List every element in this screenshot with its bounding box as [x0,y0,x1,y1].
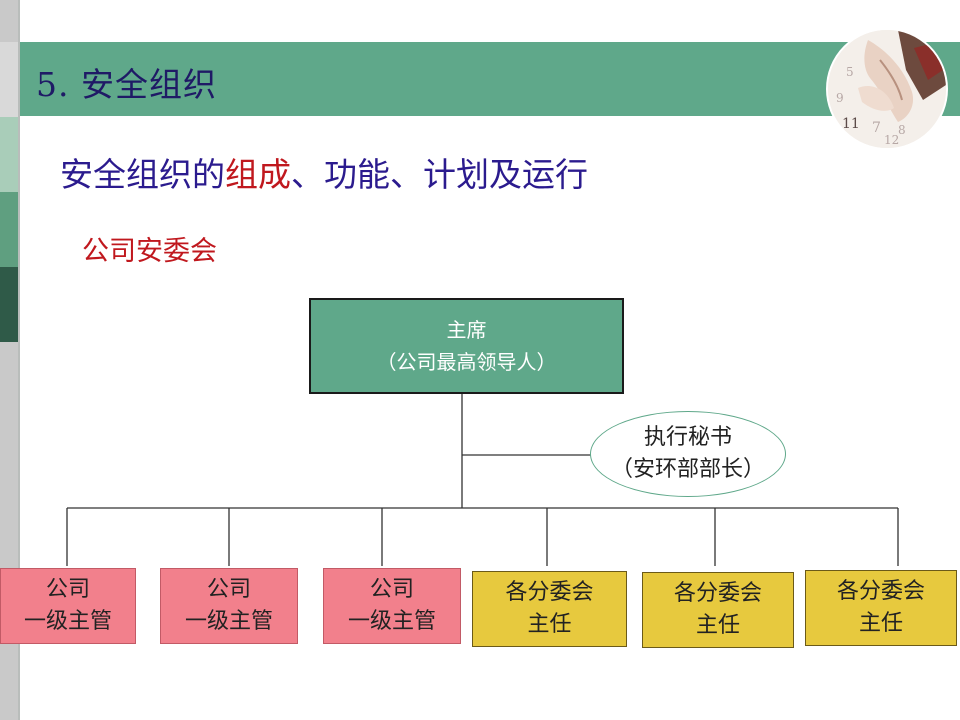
left-strip-divider [18,0,20,720]
slide-subtitle: 安全组织的组成、功能、计划及运行 [60,148,588,196]
subordinate-line2: 主任 [527,612,572,637]
subordinate-line1: 公司 [45,577,90,602]
subordinate-line1: 各分委会 [505,580,594,605]
title-band [20,42,960,116]
subordinate-line1: 各分委会 [836,579,925,604]
subtitle-text-1: 安全组织的 [60,155,225,194]
subordinate-line2: 一级主管 [23,609,112,634]
svg-text:8: 8 [898,123,906,137]
svg-text:9: 9 [836,91,844,105]
subordinate-line2: 主任 [858,611,903,636]
org-node-subordinate: 公司 一级主管 [160,568,298,644]
subordinate-line1: 公司 [206,577,251,602]
org-node-subordinate: 各分委会 主任 [642,572,794,648]
svg-text:12: 12 [884,133,899,147]
subtitle-highlight: 组成 [225,155,291,194]
svg-text:7: 7 [872,120,881,136]
section-label: 公司安委会 [82,236,217,267]
subordinate-line2: 主任 [695,613,740,638]
org-node-chairman: 主席 （公司最高领导人） [309,298,624,394]
org-node-subordinate: 各分委会 主任 [805,570,957,646]
svg-text:5: 5 [846,65,854,79]
chairman-title: 主席 [446,318,487,342]
secretary-subtitle: （安环部部长） [610,457,765,482]
org-node-executive-secretary: 执行秘书 （安环部部长） [590,411,786,497]
org-node-subordinate: 公司 一级主管 [0,568,136,644]
secretary-title: 执行秘书 [643,425,732,450]
slide-title: 5. 安全组织 [36,65,217,104]
svg-text:11: 11 [842,116,860,132]
subordinate-line1: 公司 [369,577,414,602]
org-node-subordinate: 各分委会 主任 [472,571,627,647]
subordinate-line1: 各分委会 [673,581,762,606]
subtitle-text-2: 、功能、计划及运行 [291,155,588,194]
chairman-subtitle: （公司最高领导人） [376,350,557,374]
org-node-subordinate: 公司 一级主管 [323,568,461,644]
subordinate-line2: 一级主管 [184,609,273,634]
subordinate-line2: 一级主管 [347,609,436,634]
